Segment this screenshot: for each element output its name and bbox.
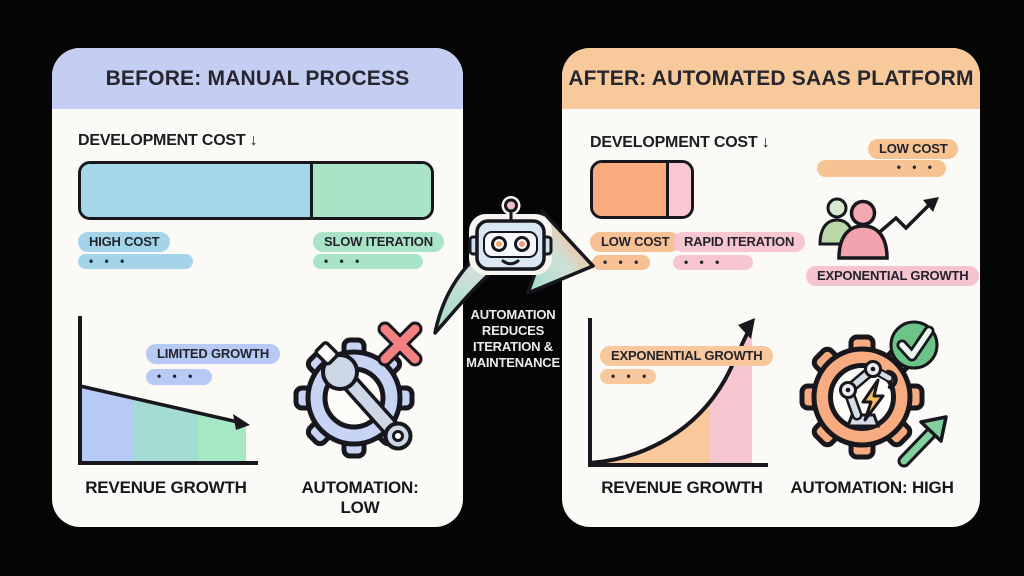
- before-header: BEFORE: MANUAL PROCESS: [52, 48, 463, 109]
- transition-robot-arrow: [433, 196, 595, 335]
- low-cost-dots: • • •: [592, 255, 650, 270]
- wrench-icon: [314, 341, 413, 451]
- high-cost-badge: HIGH COST: [78, 232, 171, 252]
- limited-growth-dots: • • •: [146, 369, 212, 385]
- declining-growth-chart: [78, 316, 258, 465]
- zigzag-arrow-icon: [866, 197, 939, 244]
- rapid-iteration-dots: • • •: [673, 255, 753, 270]
- after-header: AFTER: AUTOMATED SAAS PLATFORM: [562, 48, 980, 109]
- before-title: BEFORE: MANUAL PROCESS: [105, 66, 410, 90]
- red-x-icon: [377, 321, 423, 367]
- low-cost-segment: [593, 163, 667, 216]
- person-pink-icon: [837, 199, 889, 260]
- limited-growth-badge: LIMITED GROWTH: [146, 344, 281, 364]
- green-up-arrow-icon: [897, 415, 948, 468]
- exponential-growth-dots: • • •: [600, 369, 656, 384]
- exponential-growth-chart: [588, 318, 768, 467]
- before-dev-cost-label: DEVELOPMENT COST ↓: [78, 132, 258, 149]
- after-title: AFTER: AUTOMATED SAAS PLATFORM: [568, 66, 974, 90]
- lightning-bolt-icon: [861, 378, 885, 422]
- robot-icon: [468, 196, 553, 275]
- before-cost-bar: [78, 161, 434, 220]
- slow-iteration-dots: • • •: [313, 254, 423, 269]
- transition-caption: AUTOMATION REDUCES ITERATION & MAINTENAN…: [455, 307, 571, 371]
- rapid-iteration-badge: RAPID ITERATION: [673, 232, 806, 252]
- robot-arm-icon: [839, 360, 898, 428]
- exponential-growth-people-badge: EXPONENTIAL GROWTH: [806, 266, 980, 286]
- after-revenue-caption: REVENUE GROWTH: [601, 478, 763, 497]
- users-growth-icon: [818, 197, 939, 260]
- rapid-iteration-segment: [666, 163, 691, 216]
- exponential-growth-chart-badge: EXPONENTIAL GROWTH: [600, 346, 774, 366]
- after-automation-caption: AUTOMATION: HIGH: [790, 478, 954, 497]
- manual-gear-wrench-icon: [293, 321, 423, 459]
- slow-iteration-badge: SLOW ITERATION: [313, 232, 444, 252]
- transition-caption-line: ITERATION &: [473, 339, 553, 354]
- transition-caption-line: MAINTENANCE: [466, 355, 560, 370]
- low-cost-badge: LOW COST: [590, 232, 681, 252]
- automated-gear-icon: [799, 320, 948, 468]
- corner-low-cost-badge: LOW COST: [868, 139, 959, 159]
- before-panel: BEFORE: MANUAL PROCESS DEVELOPMENT COST …: [52, 48, 463, 527]
- transition-caption-line: REDUCES: [481, 323, 545, 338]
- high-cost-segment: [81, 164, 311, 217]
- before-revenue-caption: REVENUE GROWTH: [85, 478, 247, 497]
- after-cost-bar: [590, 160, 694, 219]
- after-dev-cost-label: DEVELOPMENT COST ↓: [590, 134, 770, 151]
- high-cost-dots: • • •: [78, 254, 193, 269]
- before-automation-caption: AUTOMATION: LOW: [301, 478, 419, 517]
- after-panel: AFTER: AUTOMATED SAAS PLATFORM DEVELOPME…: [562, 48, 980, 527]
- transition-caption-line: AUTOMATION: [470, 307, 556, 322]
- corner-low-cost-dots: • • •: [817, 160, 946, 177]
- check-circle-icon: [889, 320, 939, 370]
- slow-iteration-segment: [310, 164, 431, 217]
